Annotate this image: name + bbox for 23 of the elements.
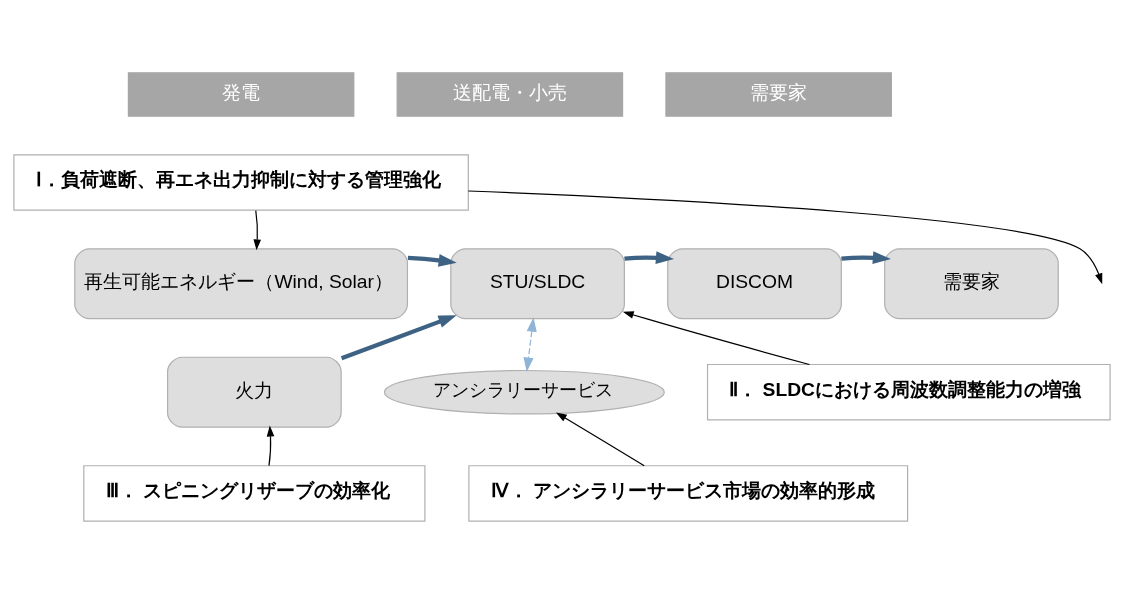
node-box: Ⅲ． スピニングリザーブの効率化 [83,465,426,522]
node-box: STU/SLDC [450,248,625,320]
node-box: Ⅱ． SLDCにおける周波数調整能力の増強 [706,363,1111,421]
node-ellipse: アンシラリーサービス [383,369,665,415]
node-box: 再生可能エネルギー（Wind, Solar） [74,248,409,320]
node-box: 送配電・小売 [396,72,624,117]
node-box: 需要家 [665,72,892,117]
arrow [523,317,537,373]
arrow [841,251,891,265]
node-box: Ⅰ．負荷遮断、再エネ出力抑制に対する管理強化 [13,154,469,211]
arrow [555,412,645,467]
node-box: Ⅳ． アンシラリーサービス市場の効率的形成 [468,465,909,522]
arrow [467,190,1103,285]
arrow [340,315,457,361]
arrow [624,251,674,265]
arrow [253,210,262,251]
node-box: 需要家 [884,248,1059,320]
arrow [266,425,275,467]
node-box: 火力 [166,356,342,428]
node-box: DISCOM [667,248,842,320]
node-box: 発電 [127,72,355,117]
arrow [622,311,810,366]
arrow [407,254,457,267]
